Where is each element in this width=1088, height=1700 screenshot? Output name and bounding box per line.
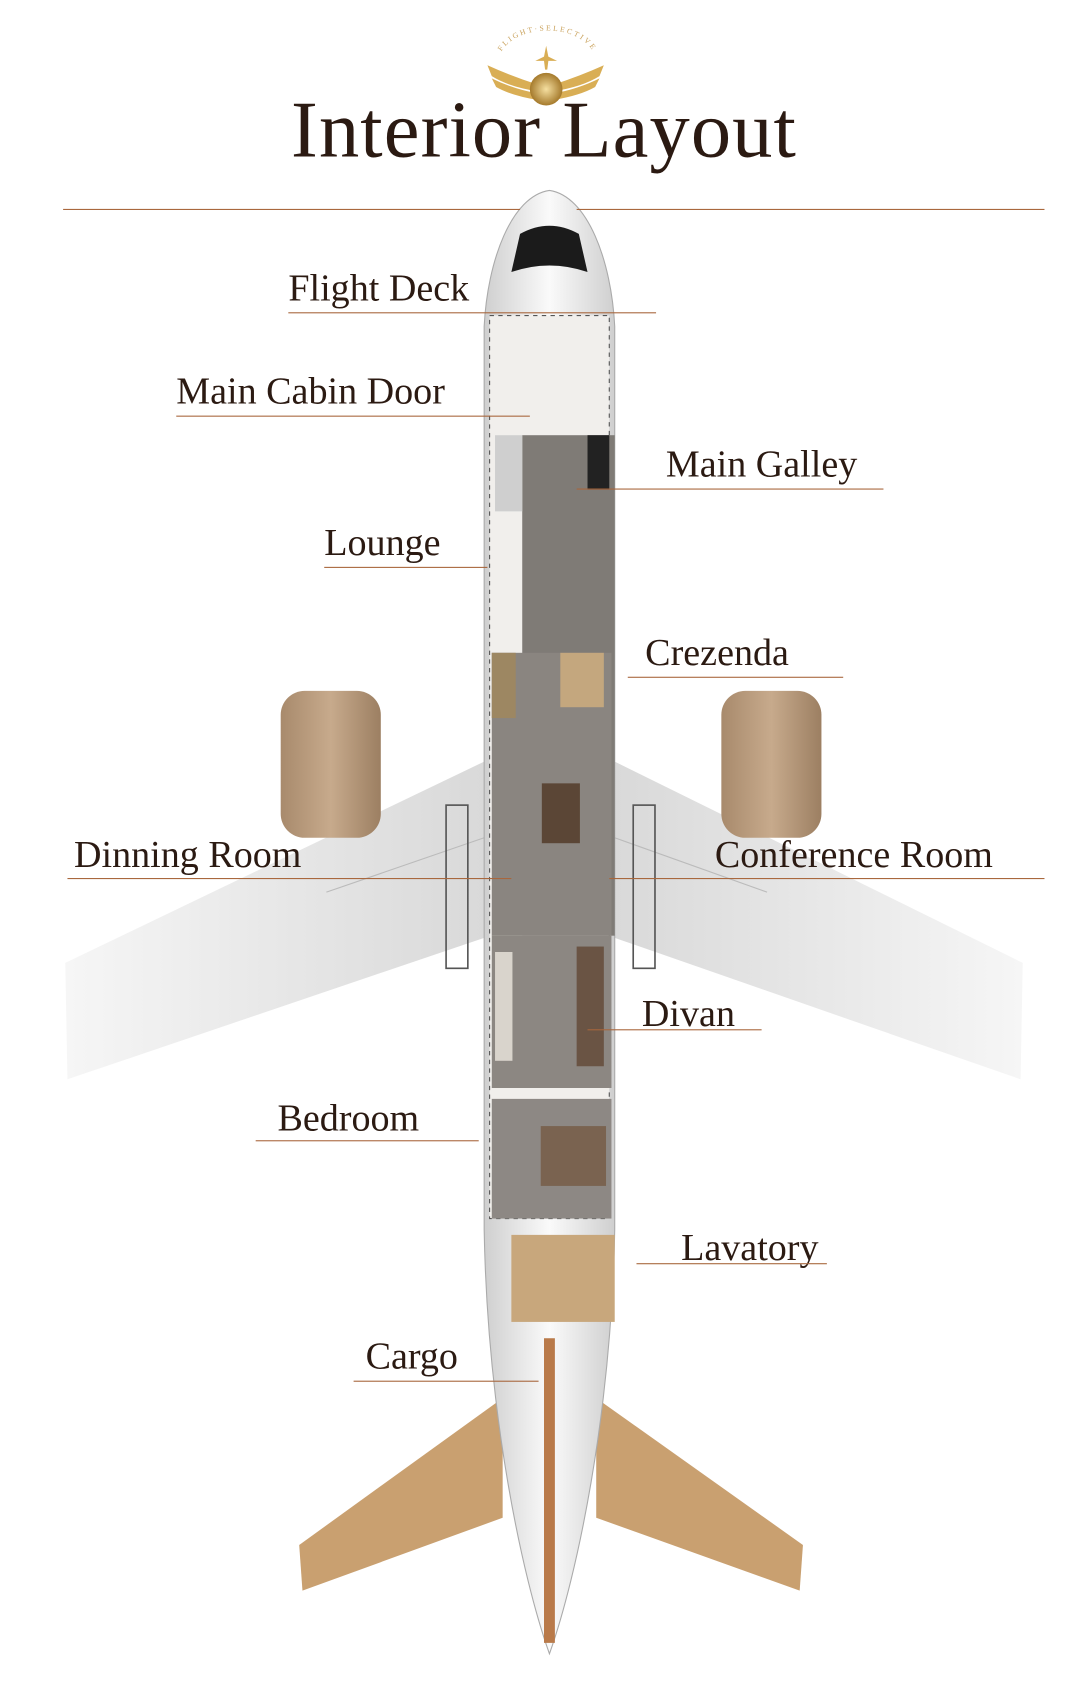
label-dinning-room: Dinning Room [73, 833, 302, 876]
leader-divan [587, 1029, 762, 1031]
cockpit-windows [511, 225, 588, 272]
svg-text:FLIGHT·SELECTIVE: FLIGHT·SELECTIVE [496, 23, 599, 52]
label-conference-room: Conference Room [714, 833, 993, 876]
leader-conference-room [609, 878, 1045, 880]
label-lounge: Lounge [324, 521, 441, 564]
label-flight-deck: Flight Deck [288, 266, 470, 309]
page-title: Interior Layout [291, 85, 797, 176]
leader-main-galley [576, 488, 884, 490]
label-divan: Divan [641, 992, 735, 1035]
leader-main-cabin-door [176, 415, 530, 417]
label-main-cabin-door: Main Cabin Door [176, 369, 445, 413]
left-stabilizer [299, 1398, 503, 1591]
label-cargo: Cargo [365, 1334, 458, 1378]
leader-cargo [353, 1380, 539, 1382]
label-bedroom: Bedroom [277, 1096, 420, 1140]
right-stabilizer [596, 1398, 803, 1591]
label-crezenda: Crezenda [645, 631, 789, 674]
leader-flight-deck [288, 312, 657, 314]
left-wing [65, 761, 485, 1080]
label-lavatory: Lavatory [681, 1226, 819, 1269]
leader-bedroom [255, 1140, 479, 1142]
leader-lavatory [636, 1263, 827, 1265]
leader-lounge [324, 566, 488, 568]
leader-crezenda [627, 676, 844, 678]
left-engine [280, 690, 381, 838]
right-wing [614, 761, 1023, 1080]
leader-dinning-room [67, 878, 512, 880]
header-divider-right [576, 208, 1045, 210]
tail-stripe [544, 1338, 555, 1643]
label-main-galley: Main Galley [665, 442, 858, 486]
right-engine [721, 690, 822, 838]
header-divider-left [63, 208, 521, 210]
